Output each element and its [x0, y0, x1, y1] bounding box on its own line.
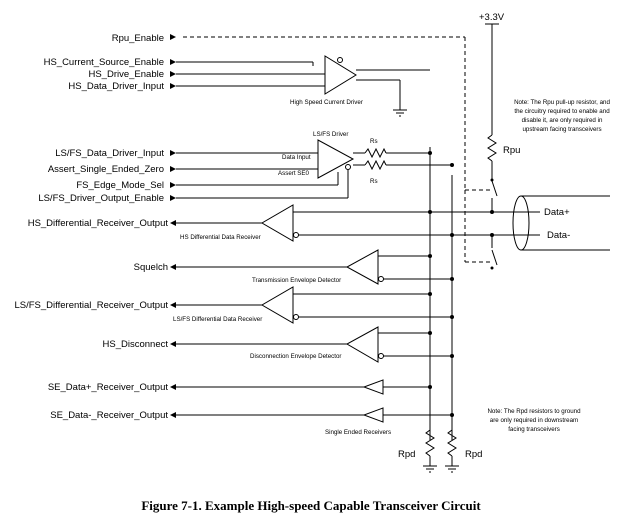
- ls-fs-driver-label: LS/FS Driver: [313, 131, 348, 138]
- input-label-assert-single-ended-zero: Assert_Single_Ended_Zero: [48, 164, 164, 175]
- rs-resistor-plus-icon: [364, 147, 387, 159]
- ls-fs-differential-receiver-label: LS/FS Differential Data Receiver: [173, 316, 262, 323]
- rpu-resistor-icon: [487, 134, 497, 162]
- disconnect-output-arrow-icon: [170, 341, 176, 347]
- rpd-resistor-minus-icon: [447, 429, 457, 457]
- output-label-hs-disconnect: HS_Disconnect: [103, 339, 169, 350]
- disconnect-bubble-icon: [378, 353, 384, 359]
- squelch-dplus-dot: [428, 254, 432, 258]
- rpu-note-line-1: Note: The Rpu pull-up resistor, and: [514, 99, 610, 106]
- rpu-note-line-4: upstream facing transceivers: [522, 126, 601, 133]
- output-label-ls-fs-differential-receiver-output: LS/FS_Differential_Receiver_Output: [15, 300, 169, 311]
- hs-rx-dplus-dot: [428, 210, 432, 214]
- hs-rx-bubble-icon: [293, 232, 299, 238]
- ls-fs-rx-output-arrow-icon: [170, 302, 176, 308]
- rpd-plus-label: Rpd: [398, 449, 415, 460]
- se-plus-dot: [428, 385, 432, 389]
- input-label-ls-fs-data-driver-input: LS/FS_Data_Driver_Input: [55, 148, 164, 159]
- se-plus-output-arrow-icon: [170, 384, 176, 390]
- input-label-fs-edge-mode-sel: FS_Edge_Mode_Sel: [76, 180, 164, 191]
- hs-rx-dminus-dot: [450, 233, 454, 237]
- dplus-node-dot: [428, 151, 432, 155]
- input-label-ls-fs-driver-output-enable: LS/FS_Driver_Output_Enable: [38, 193, 164, 204]
- input-arrow-icons: [170, 59, 176, 201]
- squelch-output-arrow-icon: [170, 264, 176, 270]
- ls-fs-rx-dminus-dot: [450, 315, 454, 319]
- ground-icon: [393, 109, 407, 117]
- rpd-resistor-plus-icon: [425, 429, 435, 457]
- output-label-se-data-plus-receiver-output: SE_Data+_Receiver_Output: [48, 382, 169, 393]
- input-label-hs-drive-enable: HS_Drive_Enable: [88, 69, 164, 80]
- supply-label: +3.3V: [479, 12, 505, 23]
- squelch-dminus-dot: [450, 277, 454, 281]
- disconnect-dplus-dot: [428, 331, 432, 335]
- rpu-enable-arrow-icon: [170, 34, 176, 40]
- output-label-hs-differential-receiver-output: HS_Differential_Receiver_Output: [28, 218, 169, 229]
- se-data-plus-receiver-buffer: [362, 379, 384, 395]
- rpu-note-line-3: disable it, are only required in: [522, 117, 603, 124]
- disconnect-dminus-dot: [450, 354, 454, 358]
- ls-fs-rx-dplus-dot: [428, 292, 432, 296]
- output-label-se-data-minus-receiver-output: SE_Data-_Receiver_Output: [50, 410, 168, 421]
- rs-resistor-minus-icon: [364, 159, 387, 171]
- hs-differential-receiver-label: HS Differential Data Receiver: [180, 234, 261, 241]
- se-data-minus-receiver-buffer: [362, 407, 384, 423]
- data-plus-label: Data+: [544, 207, 570, 218]
- rpd-plus-ground-icon: [423, 465, 437, 473]
- hs-current-driver-buffer: [324, 55, 357, 95]
- transmission-envelope-detector-label: Transmission Envelope Detector: [252, 277, 341, 284]
- figure-caption: Figure 7-1. Example High-speed Capable T…: [141, 498, 481, 513]
- single-ended-receivers-label: Single Ended Receivers: [325, 429, 391, 436]
- se-minus-output-arrow-icon: [170, 412, 176, 418]
- input-label-hs-data-driver-input: HS_Data_Driver_Input: [68, 81, 164, 92]
- hs-differential-receiver-buffer: [261, 204, 294, 242]
- cable-shield-icon: [512, 195, 530, 251]
- assert-se0-label: Assert SE0: [278, 170, 310, 177]
- squelch-bubble-icon: [378, 276, 384, 282]
- rpd-note-line-2: are only required in downstream: [490, 417, 578, 424]
- data-input-label: Data Input: [282, 154, 311, 161]
- dminus-switch-blade: [491, 249, 498, 266]
- ls-fs-driver-buffer: [317, 139, 355, 179]
- ls-fs-enable-bubble-icon: [345, 164, 351, 170]
- disconnection-envelope-detector-label: Disconnection Envelope Detector: [250, 353, 342, 360]
- data-minus-label: Data-: [547, 230, 570, 241]
- rpd-minus-label: Rpd: [465, 449, 482, 460]
- rpu-switch-contact: [490, 178, 494, 182]
- dminus-switch-contact: [490, 266, 494, 270]
- rs-minus-label: Rs: [370, 178, 378, 185]
- rpd-note-line-1: Note: The Rpd resistors to ground: [487, 408, 581, 415]
- input-label-rpu-enable: Rpu_Enable: [112, 33, 164, 44]
- transmission-envelope-detector-buffer: [345, 249, 379, 285]
- hs-current-driver-label: High Speed Current Driver: [290, 99, 363, 106]
- hs-rx-output-arrow-icon: [170, 220, 176, 226]
- rpu-switch-blade: [491, 180, 498, 197]
- ls-fs-differential-receiver-buffer: [261, 286, 294, 324]
- rpu-note-line-2: the circuitry required to enable and: [514, 108, 610, 115]
- dminus-node-dot: [450, 163, 454, 167]
- se-minus-dot: [450, 413, 454, 417]
- rpd-note-line-3: facing transceivers: [508, 426, 560, 433]
- input-label-hs-current-source-enable: HS_Current_Source_Enable: [44, 57, 164, 68]
- disconnection-envelope-detector-buffer: [345, 326, 379, 363]
- rs-plus-label: Rs: [370, 138, 378, 145]
- rpd-minus-ground-icon: [445, 465, 459, 473]
- output-label-squelch: Squelch: [134, 262, 168, 273]
- rpu-label: Rpu: [503, 145, 520, 156]
- ls-fs-rx-bubble-icon: [293, 314, 299, 320]
- hs-driver-bubble-icon: [337, 57, 343, 63]
